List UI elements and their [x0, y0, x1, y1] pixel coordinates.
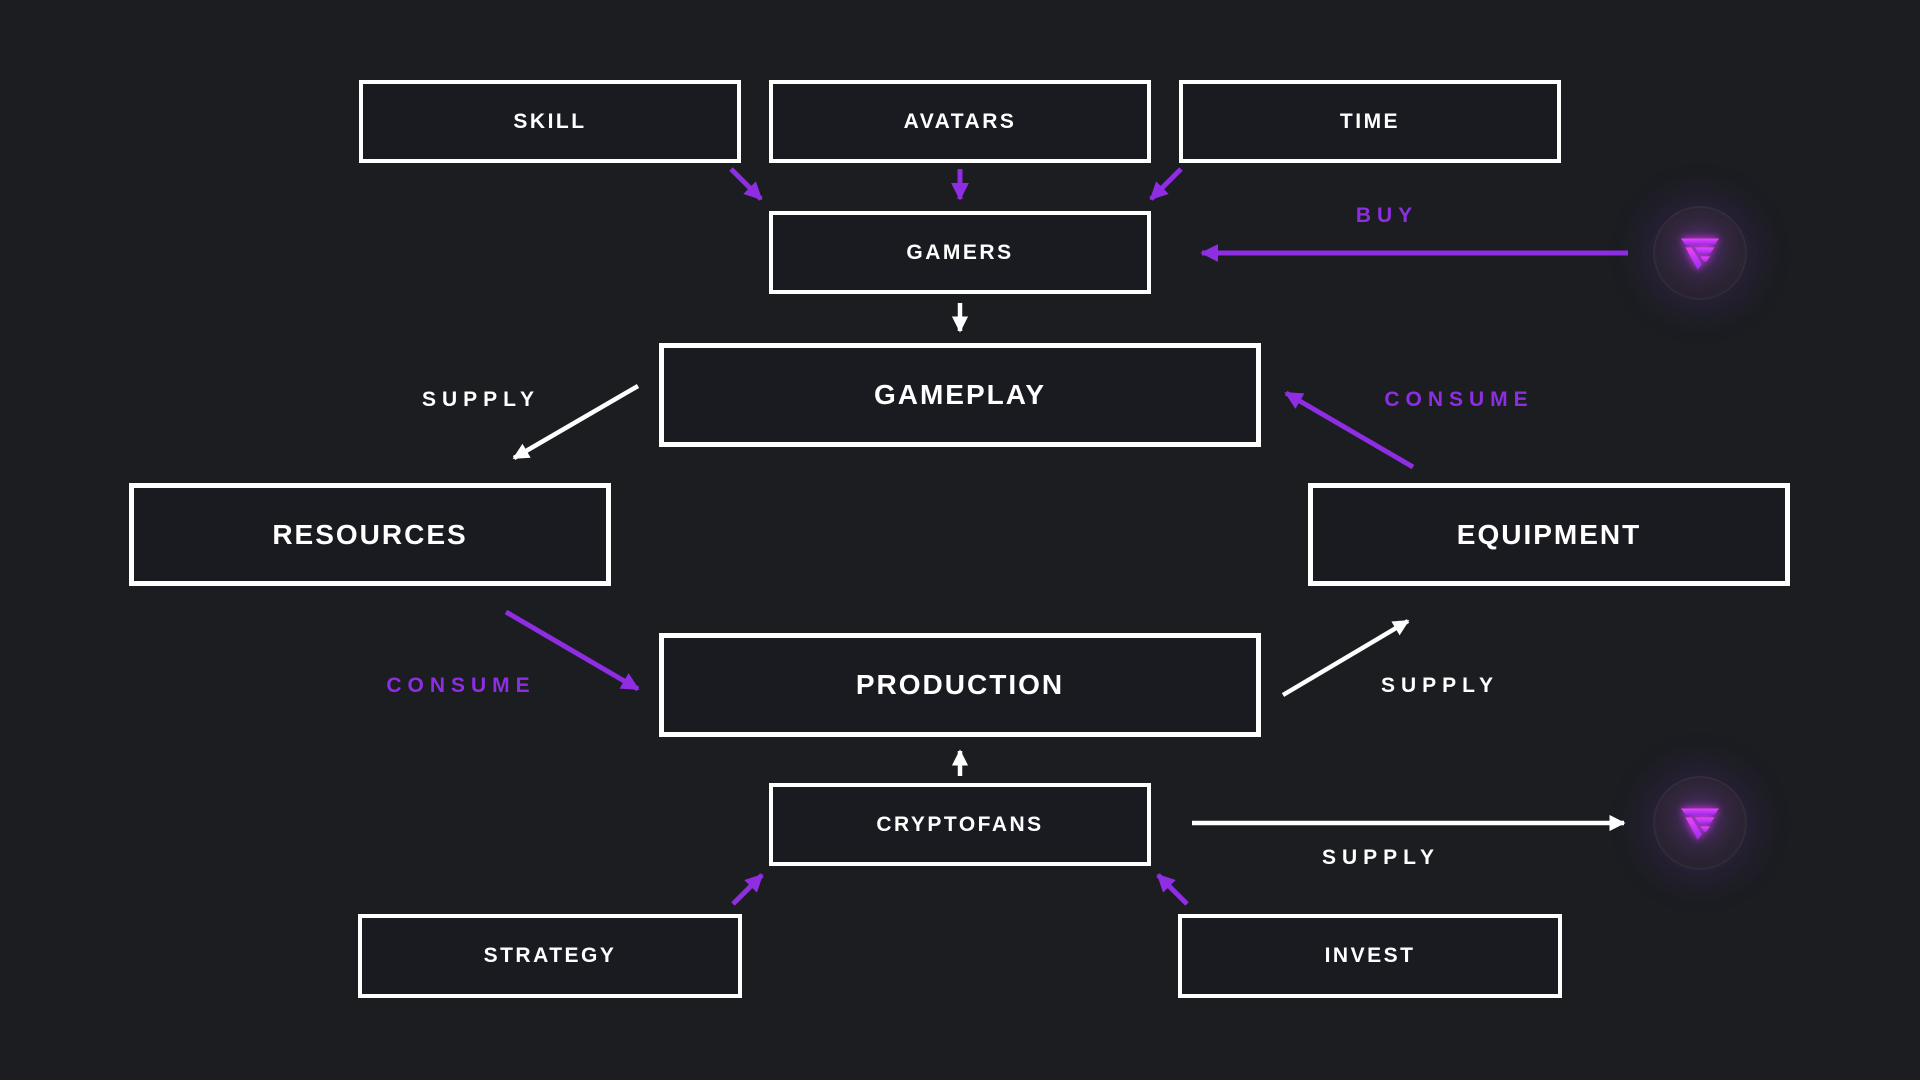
token-logo	[1653, 206, 1747, 300]
edge-label-buy: BUY	[1355, 204, 1419, 227]
node-skill-label: SKILL	[513, 109, 587, 133]
node-gamers-label: GAMERS	[906, 240, 1014, 264]
node-time-label: TIME	[1339, 109, 1401, 133]
node-strategy-label: STRATEGY	[483, 944, 617, 967]
node-gamers: GAMERS	[769, 211, 1151, 294]
edge-label-consume-gameplay: CONSUME	[1384, 388, 1534, 411]
node-gameplay-label: GAMEPLAY	[873, 379, 1047, 410]
node-strategy: STRATEGY	[358, 914, 742, 998]
arrow-strategy-to-cryptofans	[731, 873, 764, 906]
arrow-resources-to-production-consume	[504, 609, 640, 692]
node-resources: RESOURCES	[129, 483, 611, 586]
arrow-equipment-to-gameplay-consume	[1284, 390, 1415, 470]
node-avatars-label: AVATARS	[903, 109, 1017, 133]
node-invest: INVEST	[1178, 914, 1562, 998]
node-resources-label: RESOURCES	[272, 518, 468, 550]
arrow-skill-to-gamers	[729, 167, 763, 201]
node-invest-label: INVEST	[1324, 944, 1416, 967]
tf-logo-icon	[1680, 808, 1720, 840]
edge-label-supply-token: SUPPLY	[1321, 846, 1441, 869]
arrow-gameplay-to-resources-supply	[512, 384, 640, 460]
node-equipment-label: EQUIPMENT	[1456, 518, 1642, 550]
node-time: TIME	[1179, 80, 1561, 163]
node-equipment: EQUIPMENT	[1308, 483, 1790, 586]
arrow-invest-to-cryptofans	[1156, 873, 1189, 906]
arrow-production-to-equipment-supply	[1281, 619, 1410, 697]
node-cryptofans: CRYPTOFANS	[769, 783, 1151, 866]
node-production: PRODUCTION	[659, 633, 1261, 737]
edge-label-supply-equipment: SUPPLY	[1380, 674, 1500, 697]
edge-label-consume-production: CONSUME	[386, 674, 536, 697]
node-skill: SKILL	[359, 80, 741, 163]
tf-logo-icon	[1680, 238, 1720, 270]
token-logo	[1653, 776, 1747, 870]
arrow-time-to-gamers	[1149, 167, 1183, 201]
node-gameplay: GAMEPLAY	[659, 343, 1261, 447]
node-cryptofans-label: CRYPTOFANS	[876, 812, 1044, 836]
node-avatars: AVATARS	[769, 80, 1151, 163]
edge-label-supply-resources: SUPPLY	[421, 388, 541, 411]
node-production-label: PRODUCTION	[855, 669, 1065, 700]
